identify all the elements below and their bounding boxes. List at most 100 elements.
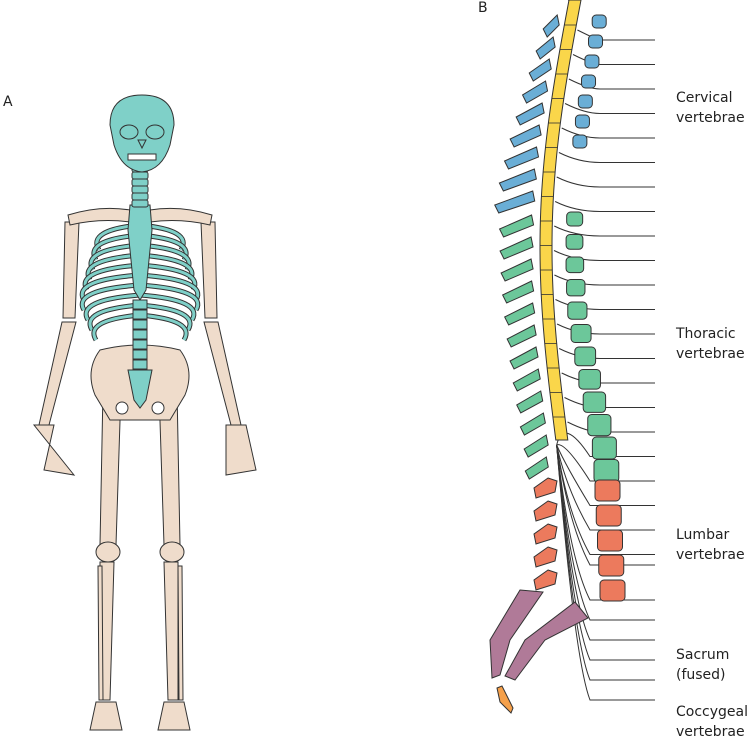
cervical-spinous-process xyxy=(509,124,542,148)
thoracic-vertebral-body xyxy=(582,391,607,413)
rib xyxy=(139,303,192,331)
spinal-nerve xyxy=(556,444,655,506)
lumbar-vertebral-body xyxy=(595,504,622,527)
thoracic-vertebral-body xyxy=(587,414,612,437)
spinal-cord xyxy=(539,0,582,441)
thoracic-spinous-process xyxy=(498,214,535,238)
cervical-vertebral-body xyxy=(577,94,593,109)
spinal-nerve xyxy=(556,176,655,188)
lumbar-vertebral-body xyxy=(594,479,621,502)
label-line: Cervical xyxy=(676,90,733,106)
label-sacrum: Sacrum (fused) xyxy=(676,645,729,685)
lumbar-spinous-process xyxy=(533,569,558,591)
vertebra xyxy=(132,339,148,350)
eye-socket xyxy=(145,124,165,140)
label-line: Sacrum xyxy=(676,647,730,663)
cervical-spinous-process xyxy=(521,80,549,104)
thoracic-vertebral-body xyxy=(565,234,584,250)
thoracic-spinous-process xyxy=(506,324,537,348)
thoracic-vertebral-body xyxy=(593,459,620,483)
foot xyxy=(89,701,123,731)
vertebra xyxy=(132,319,148,330)
spinal-nerve xyxy=(554,201,655,212)
lumbar-spinous-process xyxy=(533,500,558,522)
sacrum-body xyxy=(504,601,589,681)
label-lumbar: Lumbar vertebrae xyxy=(676,525,745,565)
vertebra xyxy=(132,329,148,340)
tibia xyxy=(163,561,179,701)
thoracic-vertebral-body xyxy=(567,301,588,320)
thoracic-spinous-process xyxy=(524,456,549,480)
hand xyxy=(32,424,76,476)
cervical-vertebral-body xyxy=(591,14,607,29)
thoracic-spinous-process xyxy=(512,368,541,392)
sternum xyxy=(127,204,153,301)
spinal-nerve xyxy=(556,444,655,566)
vertebra xyxy=(132,349,148,360)
lumbar-vertebral-body xyxy=(597,529,623,552)
spinal-nerve xyxy=(558,348,655,359)
rib xyxy=(84,293,141,321)
panel-label-a: A xyxy=(3,94,13,110)
sacrum xyxy=(127,369,153,409)
lumbar-spinous-process xyxy=(533,477,558,499)
thoracic-vertebral-body xyxy=(570,324,592,343)
label-line: Coccygeal xyxy=(676,704,748,720)
cervical-vertebral-body xyxy=(581,74,597,89)
rib xyxy=(80,273,141,301)
thoracic-spinous-process xyxy=(523,434,549,458)
thoracic-spinous-process xyxy=(519,412,546,436)
cervical-vertebra xyxy=(131,199,149,208)
cervical-vertebral-body xyxy=(574,114,590,129)
cervical-spinous-process xyxy=(494,190,536,214)
label-line: vertebrae xyxy=(676,547,745,563)
obturator-foramen xyxy=(115,401,129,415)
vertebra xyxy=(132,359,148,370)
cervical-spinous-process xyxy=(503,146,540,170)
label-line: (fused) xyxy=(676,667,726,683)
spinal-nerve xyxy=(564,103,655,114)
thoracic-spinous-process xyxy=(500,258,534,282)
spinal-nerve xyxy=(561,372,655,384)
rib xyxy=(139,313,188,341)
label-line: Thoracic xyxy=(676,326,736,342)
cervical-vertebral-body xyxy=(588,34,604,49)
lumbar-vertebral-body xyxy=(598,554,625,577)
rib xyxy=(139,283,200,311)
lumbar-spinous-process xyxy=(533,546,558,568)
thoracic-vertebral-body xyxy=(591,436,617,460)
vertebra xyxy=(132,309,148,320)
cervical-vertebral-body xyxy=(572,134,588,149)
cervical-vertebral-body xyxy=(584,54,600,69)
thoracic-vertebral-body xyxy=(578,369,601,390)
spinal-nerve xyxy=(558,152,655,163)
fibula xyxy=(177,565,184,701)
coccyx xyxy=(496,685,514,714)
lumbar-spinous-process xyxy=(533,523,558,545)
sacral-crest xyxy=(489,589,544,679)
cervical-spinous-process xyxy=(535,36,556,60)
skull xyxy=(109,94,175,173)
rib xyxy=(92,313,141,341)
thoracic-vertebral-body xyxy=(574,346,597,367)
spinal-nerve xyxy=(556,444,655,531)
cervical-spinous-process xyxy=(528,58,552,82)
rib xyxy=(139,273,200,301)
thoracic-spinous-process xyxy=(503,302,536,326)
cervical-spinous-process xyxy=(498,168,537,192)
thoracic-vertebral-body xyxy=(566,279,586,297)
spinal-nerve xyxy=(564,397,655,408)
thoracic-spinous-process xyxy=(516,390,544,414)
thoracic-vertebral-body xyxy=(565,256,585,274)
thoracic-spinous-process xyxy=(499,236,534,260)
label-line: Lumbar xyxy=(676,527,730,543)
teeth xyxy=(127,153,157,161)
hand xyxy=(225,424,257,476)
obturator-foramen xyxy=(151,401,165,415)
label-line: vertebrae xyxy=(676,346,745,362)
cervical-spinous-process xyxy=(542,13,560,38)
thoracic-spinous-process xyxy=(501,280,535,304)
